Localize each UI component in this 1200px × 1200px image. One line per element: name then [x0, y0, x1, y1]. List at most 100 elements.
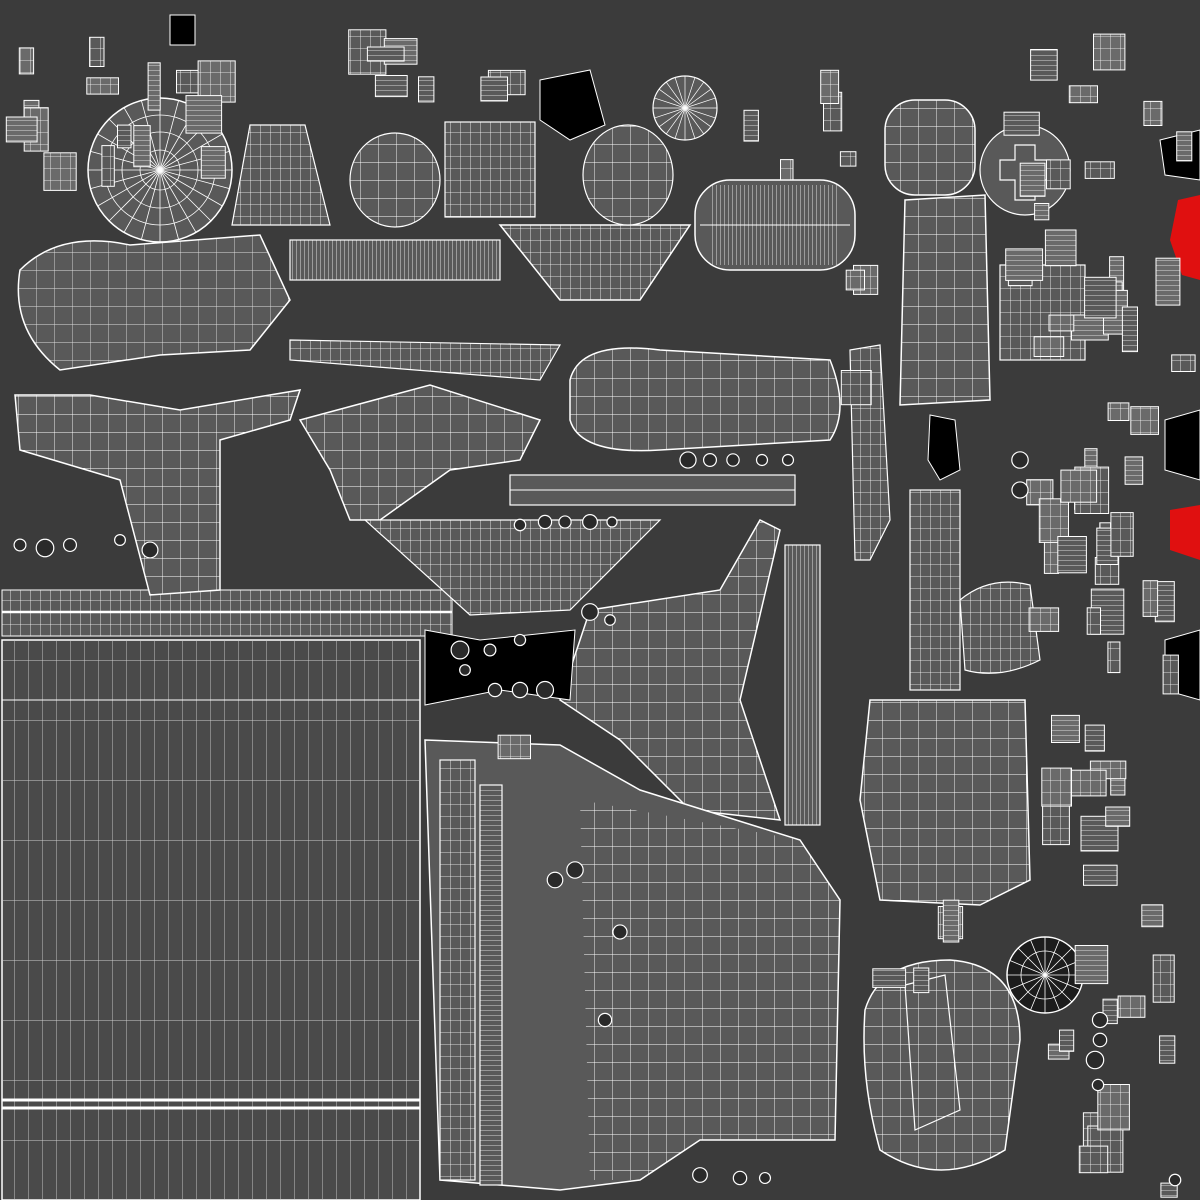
uv-island-trough	[363, 519, 662, 616]
uv-fragment-grid	[1122, 307, 1138, 352]
uv-fragment-grid	[1005, 248, 1043, 281]
uv-fragment-grid	[1075, 945, 1108, 984]
uv-fragment-grid	[1176, 131, 1192, 161]
uv-island-grid-block-top	[444, 121, 536, 218]
uv-ring	[566, 861, 584, 879]
uv-fragment-grid	[1083, 865, 1118, 886]
uv-ring	[692, 1167, 708, 1183]
uv-island-vertical-strip-2	[479, 784, 503, 1186]
disc-spoke	[1044, 974, 1073, 1003]
uv-fragment-grid	[1071, 315, 1109, 340]
uv-fragment-grid	[1059, 1030, 1074, 1052]
uv-island-strip-horizontal-2	[289, 239, 501, 281]
uv-strip-horizontal	[1, 589, 453, 637]
disc-spoke	[684, 88, 712, 109]
uv-fragment-grid	[1060, 470, 1097, 503]
disc-spoke	[1030, 974, 1046, 1011]
disc-spoke	[665, 107, 686, 135]
uv-fragment-grid	[148, 62, 161, 111]
uv-fragment-grid	[1045, 230, 1076, 266]
uv-ring	[732, 1170, 748, 1186]
uv-ring	[13, 538, 27, 552]
uv-fragment-grid	[780, 159, 793, 180]
uv-ring	[1092, 1032, 1108, 1048]
uv-fragment-grid	[1020, 163, 1045, 197]
uv-ring	[755, 453, 769, 467]
disc-spoke	[684, 107, 696, 139]
uv-island-vent-panel	[694, 179, 856, 271]
uv-fragment-grid	[375, 75, 408, 97]
uv-panel-large-bottom-left	[1, 639, 421, 1200]
uv-ring	[62, 537, 78, 553]
uv-fragment-grid	[1110, 775, 1125, 795]
uv-ring	[702, 452, 718, 468]
uv-small-rings	[13, 451, 1182, 1187]
uv-ring	[581, 603, 599, 621]
uv-ring	[1091, 1078, 1105, 1092]
disc-spoke	[684, 97, 716, 109]
disc-spoke	[684, 107, 716, 119]
disc-spoke	[684, 107, 705, 135]
uv-island-vertical-strip-1	[439, 759, 476, 1181]
uv-ring	[483, 643, 497, 657]
uv-ring	[35, 538, 55, 558]
uv-island-pod	[569, 347, 841, 452]
uv-fragment-grid	[1118, 996, 1145, 1018]
uv-ring	[781, 453, 795, 467]
disc-spoke	[1030, 939, 1046, 976]
uv-fragment-grid	[1071, 770, 1107, 796]
uv-island-cushion	[884, 99, 976, 196]
uv-ring	[1168, 1173, 1182, 1187]
disc-spoke	[97, 169, 161, 207]
uv-fragment-grid	[1143, 580, 1158, 617]
uv-island-vertical-strip-3	[784, 544, 821, 826]
uv-fragment-grid	[101, 145, 115, 187]
uv-fragment-grid	[1107, 642, 1120, 673]
uv-island-wing-center	[298, 384, 542, 521]
uv-fragment-grid	[1163, 655, 1179, 694]
uv-ring	[141, 541, 159, 559]
disc-spoke	[1009, 974, 1046, 990]
uv-fragment-grid	[1105, 807, 1130, 827]
uv-fragment-grid	[6, 117, 38, 142]
uv-small-islands	[5, 29, 1196, 1198]
uv-fragment-grid	[1108, 402, 1129, 421]
uv-ring	[612, 924, 628, 940]
disc-spoke	[684, 77, 696, 109]
uv-fragment-grid	[1153, 955, 1175, 1003]
disc-spoke	[658, 107, 686, 128]
disc-spoke	[1017, 947, 1046, 976]
uv-island-funnel	[231, 124, 331, 226]
uv-fragment-grid	[176, 70, 201, 93]
uv-fragment-grid	[846, 270, 865, 290]
uv-ring	[597, 1012, 613, 1028]
uv-fragment-grid	[1084, 277, 1117, 318]
disc-spoke	[141, 169, 161, 240]
uv-fragment-grid	[1004, 112, 1040, 136]
uv-ring	[511, 681, 529, 699]
disc-spoke	[1044, 974, 1060, 1011]
uv-fragment-grid	[1141, 904, 1163, 927]
uv-ring	[450, 640, 470, 660]
uv-island-left-arm	[14, 389, 302, 596]
disc-spoke	[658, 88, 686, 109]
disc-spoke	[1044, 939, 1060, 976]
uv-fragment-grid	[840, 151, 856, 167]
uv-fragment-grid	[117, 125, 131, 148]
disc-spoke	[674, 107, 686, 139]
disc-spoke	[159, 169, 179, 240]
uv-ring	[758, 1171, 772, 1185]
uv-fragment-grid	[480, 77, 508, 101]
uv-fragment-grid	[1039, 498, 1069, 543]
uv-ring	[537, 514, 553, 530]
uv-fragment-grid	[1051, 715, 1080, 743]
uv-ring	[459, 664, 471, 676]
uv-fragment-grid	[1049, 315, 1074, 331]
uv-fragment-grid	[133, 125, 151, 167]
uv-fragment-grid	[1034, 203, 1049, 220]
uv-island-body-left	[17, 234, 291, 371]
uv-fragment-grid	[1130, 406, 1159, 435]
uv-fragment-grid	[1087, 607, 1101, 635]
disc-spoke	[159, 133, 223, 171]
